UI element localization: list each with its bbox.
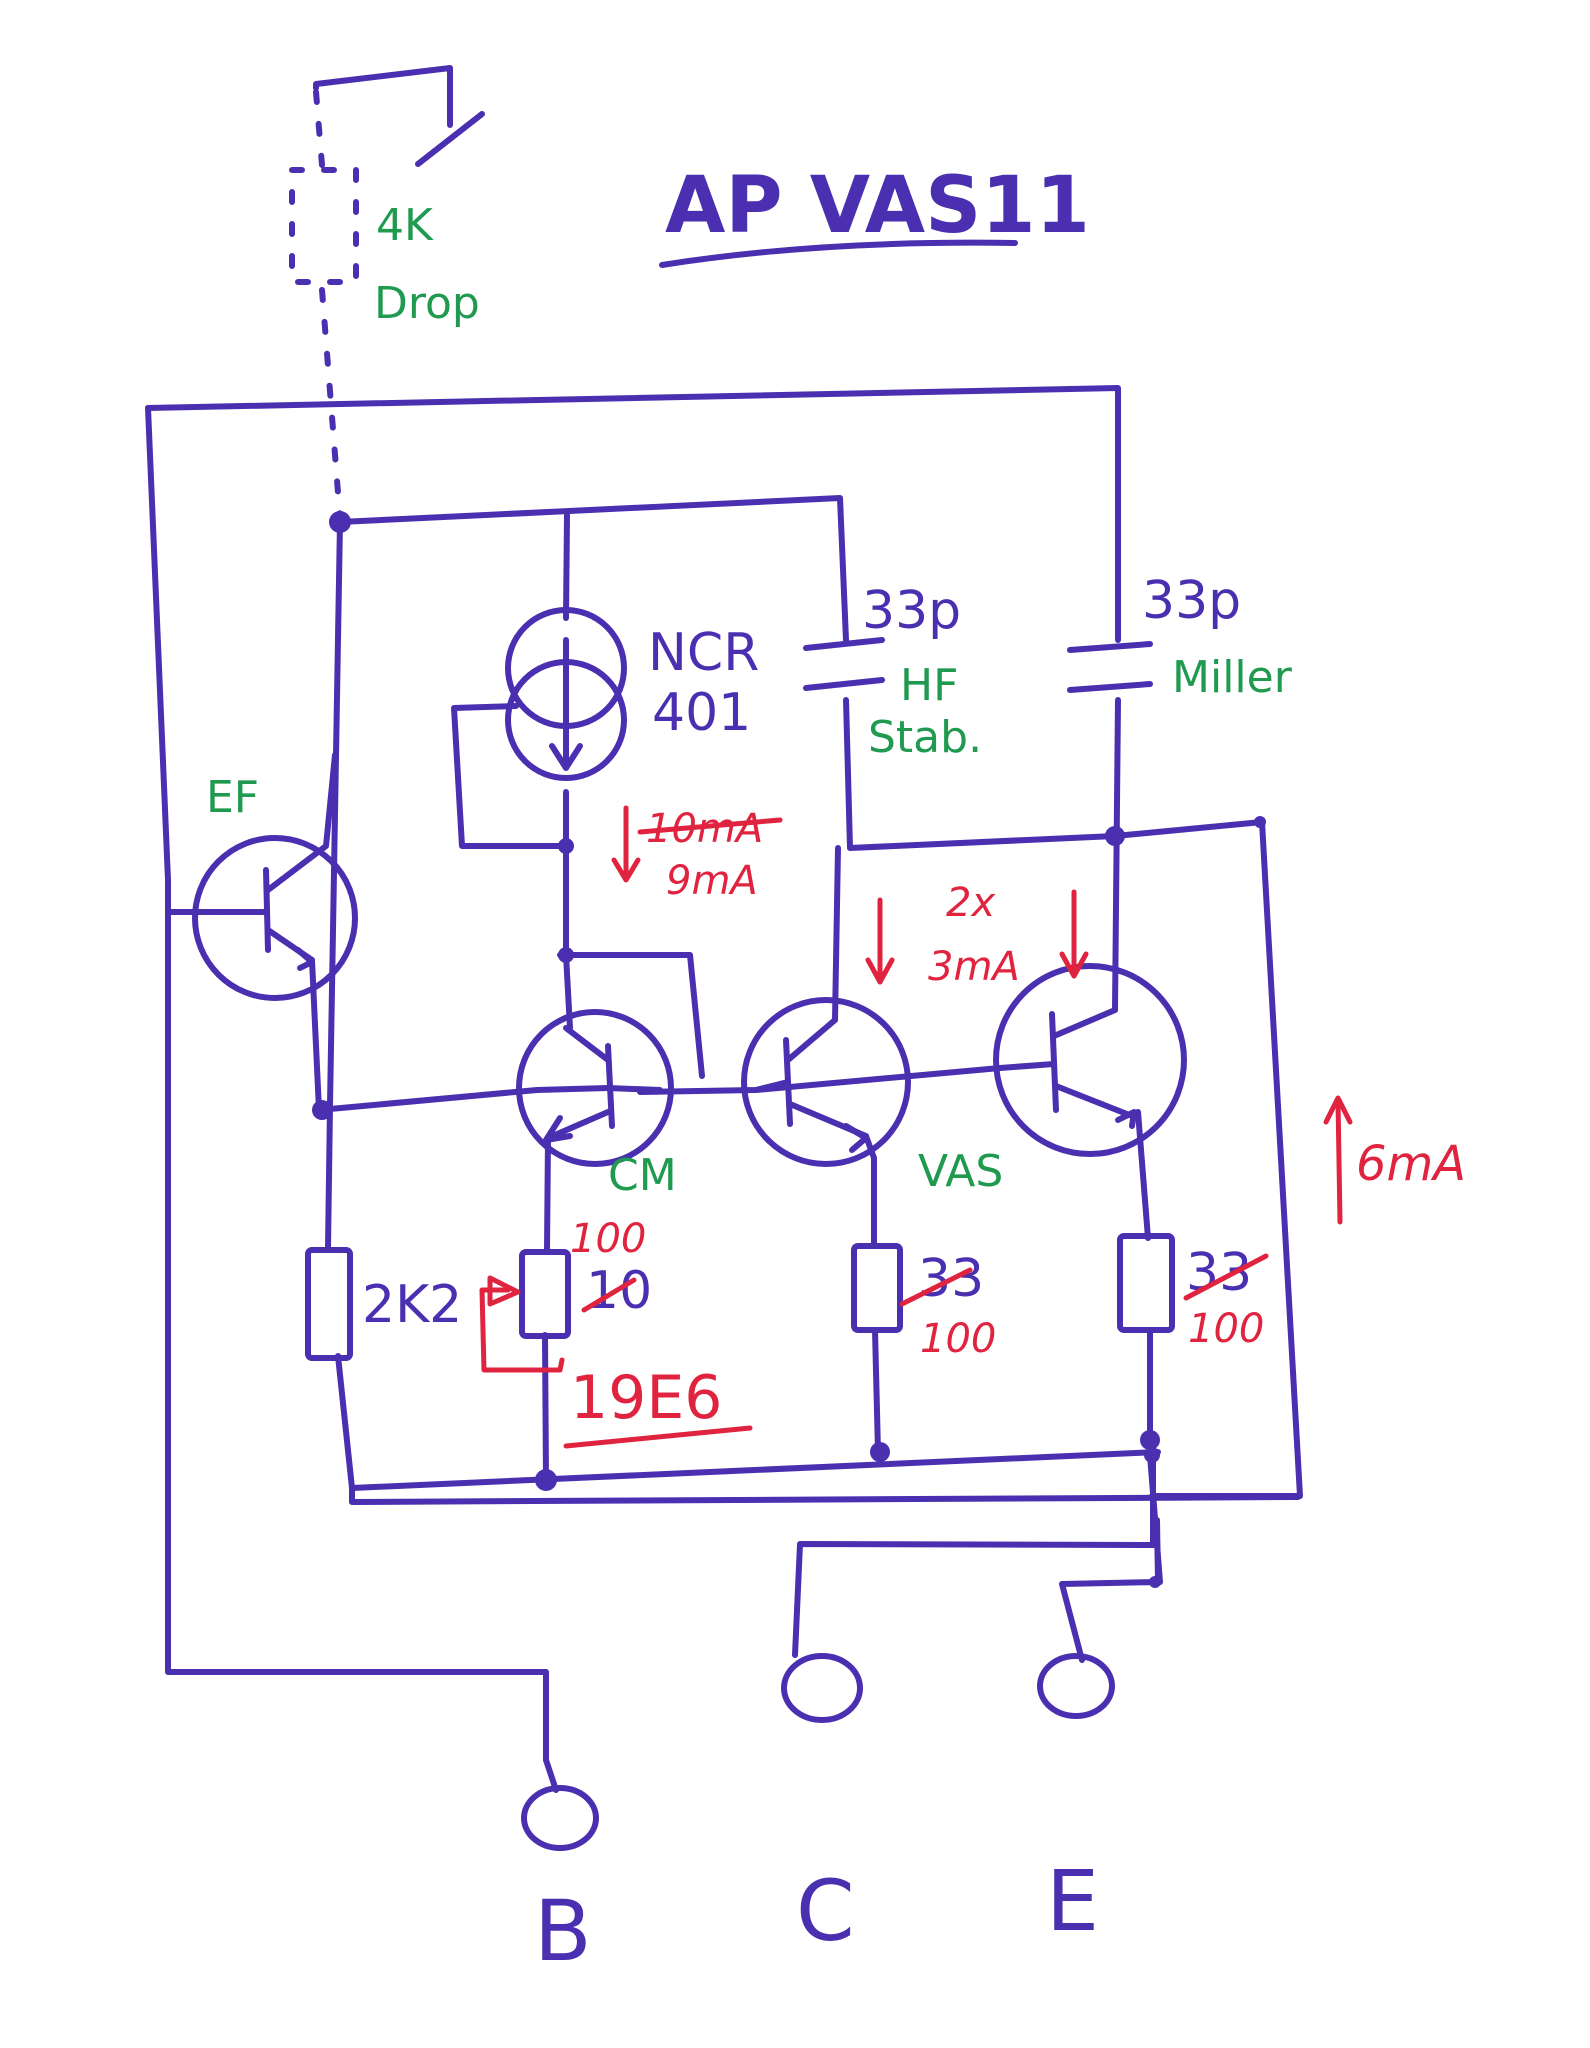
terminal-c: C (781, 1653, 863, 1960)
resistor-vas2: 33 100 (1117, 1233, 1269, 1352)
terminal-e-label: E (1046, 1852, 1099, 1950)
junction-dots (312, 511, 1266, 1588)
ncr-part-number: 401 (652, 683, 751, 743)
ncr-current-new: 9mA (666, 858, 758, 904)
miller-cap-label: Miller (1172, 652, 1293, 703)
schematic-title: AP VAS11 (665, 161, 1090, 251)
drop-label: Drop (374, 278, 480, 329)
ncr401-current-source: NCR 401 (505, 607, 759, 781)
ef-transistor: EF (192, 752, 358, 1001)
vas-transistor-1 (741, 997, 911, 1167)
resistor-ef: 2K2 (305, 1247, 462, 1361)
miller-cap-value: 33p (1142, 571, 1241, 631)
resistor-cm: 100 10 19E6 (479, 1216, 753, 1449)
cm-label: CM (608, 1150, 677, 1201)
vas-transistor-2: VAS (918, 963, 1187, 1197)
resistor-cm-new: 100 (570, 1216, 646, 1262)
drop-option: 4K Drop (289, 65, 485, 521)
vas-current-mult: 2x (946, 880, 995, 926)
terminal-c-label: C (796, 1862, 855, 1960)
hf-cap-label-1: HF (900, 660, 958, 711)
ncr-part-label: NCR (648, 623, 759, 683)
vas-label: VAS (918, 1146, 1003, 1197)
resistor-vas2-new: 100 (1188, 1306, 1264, 1352)
resistor-vas1: 33 100 (851, 1243, 996, 1362)
vas-current-annotation: 2x 3mA (865, 880, 1089, 990)
title-underline (659, 239, 1018, 268)
hf-stab-capacitor: 33p HF Stab. (803, 581, 982, 763)
terminal-b: B (521, 1757, 599, 1980)
total-current: 6mA (1356, 1136, 1466, 1192)
hf-cap-label-2: Stab. (868, 712, 982, 763)
drop-resistor-value: 4K (376, 200, 434, 251)
ef-label: EF (206, 772, 259, 823)
total-current-annotation: 6mA (1323, 1095, 1466, 1225)
vas-current-each: 3mA (928, 944, 1020, 990)
terminal-b-label: B (534, 1882, 592, 1980)
ncr-current-annotation: 10mA 9mA (611, 805, 783, 904)
terminal-e: E (1037, 1653, 1115, 1950)
cm-transistor: CM (516, 1009, 677, 1201)
resistor-ef-value: 2K2 (362, 1275, 462, 1335)
wiring (145, 385, 1303, 1763)
miller-capacitor: 33p Miller (1067, 571, 1293, 703)
resistor-vas1-new: 100 (920, 1316, 996, 1362)
resistor-cm-part: 19E6 (570, 1363, 722, 1433)
hf-cap-value: 33p (862, 581, 961, 641)
